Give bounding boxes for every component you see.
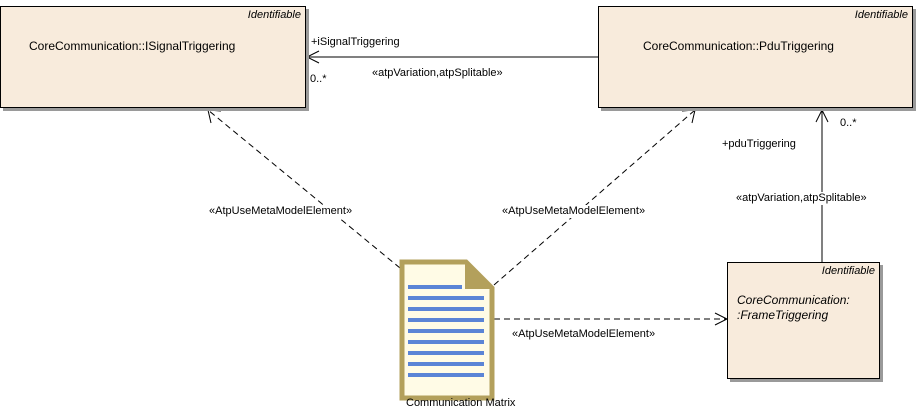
class-name: CoreCommunication::PduTriggering [643,39,834,53]
role-label-isignal-triggering: +iSignalTriggering [311,36,400,48]
class-stereotype: Identifiable [247,9,301,21]
multiplicity-pdu-triggering: 0..* [840,117,857,129]
class-frame-triggering[interactable]: Identifiable CoreCommunication: :FrameTr… [727,262,880,379]
multiplicity-isignal-triggering: 0..* [310,73,327,85]
class-name: CoreCommunication::ISignalTriggering [29,39,236,53]
class-stereotype: Identifiable [854,9,908,21]
class-isignal-triggering[interactable]: Identifiable CoreCommunication::ISignalT… [0,6,306,108]
role-label-pdu-triggering: +pduTriggering [721,138,797,151]
class-name-line2: :FrameTriggering [737,308,829,322]
association-isignal-triggering[interactable] [305,50,598,64]
dependency-label-frame: «AtpUseMetaModelElement» [511,328,657,341]
association-stereotype-pdu: «atpVariation,atpSplitable» [735,192,868,205]
association-stereotype-isignal: «atpVariation,atpSplitable» [372,67,503,79]
class-name-line1: CoreCommunication: [737,293,850,307]
artifact-name: Communication Matrix [406,397,516,409]
dependency-label-isignal: «AtpUseMetaModelElement» [208,205,354,218]
dependency-label-pdu: «AtpUseMetaModelElement» [501,205,647,218]
class-pdu-triggering[interactable]: Identifiable CoreCommunication::PduTrigg… [598,6,913,108]
dependency-to-frame-triggering[interactable] [494,312,729,326]
class-stereotype: Identifiable [821,265,875,277]
association-pdu-triggering[interactable] [815,108,829,262]
dependency-to-pdu-triggering[interactable] [493,109,696,286]
artifact-document-icon[interactable] [399,259,495,401]
dependency-to-isignal-triggering[interactable] [207,109,401,269]
